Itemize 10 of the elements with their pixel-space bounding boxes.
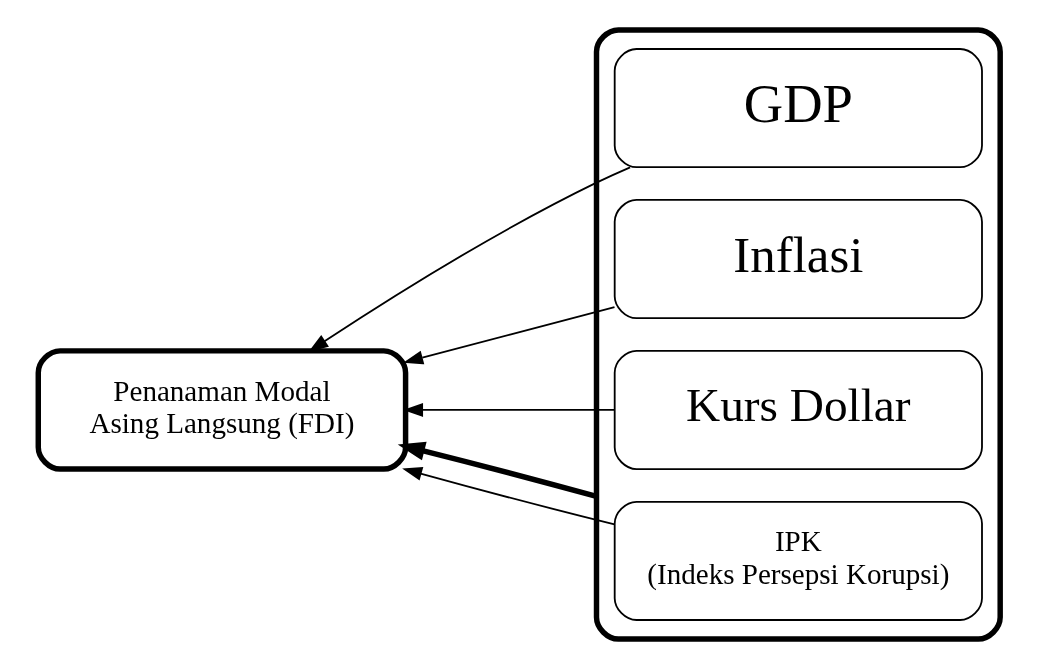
- arrow: [307, 166, 631, 352]
- node-box: Kurs Dollar: [613, 349, 983, 470]
- arrow: [401, 467, 615, 526]
- node-box: IPK (Indeks Persepsi Korupsi): [613, 500, 983, 621]
- cluster: [593, 27, 1003, 642]
- node-box: GDP: [613, 48, 983, 169]
- arrow: [397, 441, 597, 500]
- node-box: Penanaman Modal Asing Langsung (FDI): [35, 348, 408, 472]
- node-box: Inflasi: [613, 199, 983, 320]
- arrow: [402, 306, 615, 365]
